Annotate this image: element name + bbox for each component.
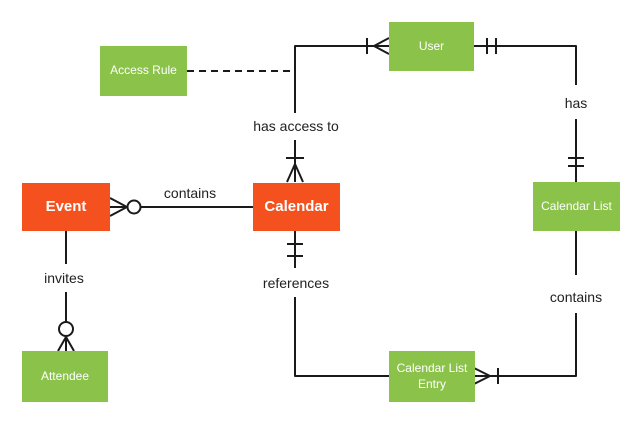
relationship-label-invites: invites — [42, 270, 86, 286]
entity-attendee[interactable]: Attendee — [22, 351, 108, 402]
entity-label: Calendar List Entry — [396, 360, 468, 391]
optional-circle-icon — [58, 321, 74, 337]
crowfoot-many-icon — [286, 163, 304, 183]
relationship-label-has-access-to: has access to — [251, 118, 341, 134]
relationship-label-references: references — [260, 275, 332, 291]
edge-references — [287, 231, 389, 377]
optional-circle-icon — [126, 199, 142, 215]
crowfoot-many-icon — [109, 197, 128, 217]
entity-calendar-list[interactable]: Calendar List — [533, 182, 620, 231]
entity-calendar[interactable]: Calendar — [253, 183, 340, 231]
double-tick-one-icon — [568, 157, 584, 167]
edge-contains-list-entry — [473, 231, 577, 385]
entity-label: Calendar — [264, 198, 329, 216]
relationship-label-contains: contains — [547, 289, 605, 305]
crowfoot-many-icon — [57, 336, 75, 352]
entity-event[interactable]: Event — [22, 183, 110, 231]
relationship-label-contains: contains — [161, 185, 219, 201]
edge-has-access-to — [286, 37, 390, 183]
entity-label: Event — [45, 198, 87, 216]
double-tick-one-icon — [486, 38, 497, 54]
entity-label: User — [418, 38, 445, 53]
double-tick-one-icon — [287, 243, 303, 257]
edge-invites — [57, 231, 75, 352]
crowfoot-many-icon — [473, 367, 491, 385]
entity-label: Calendar List — [541, 198, 612, 213]
entity-label: Access Rule — [110, 63, 177, 78]
edge-contains-event-calendar — [109, 197, 253, 217]
entity-access-rule[interactable]: Access Rule — [100, 46, 187, 96]
entity-calendar-list-entry[interactable]: Calendar List Entry — [389, 351, 475, 402]
edge-has — [474, 38, 584, 182]
entity-user[interactable]: User — [389, 22, 474, 71]
relationship-label-has: has — [562, 95, 590, 111]
crowfoot-many-icon — [373, 37, 390, 55]
entity-label: Attendee — [40, 368, 90, 383]
